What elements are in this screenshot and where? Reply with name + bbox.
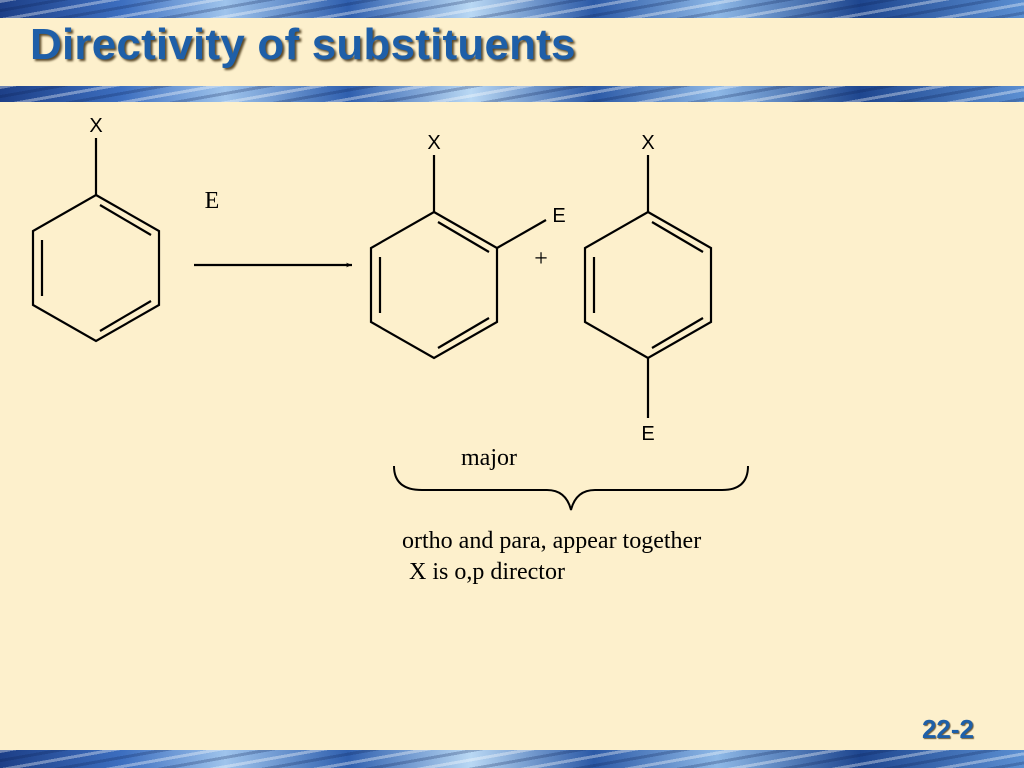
major-label: major bbox=[461, 445, 517, 471]
reactant-x-label: X bbox=[89, 115, 102, 137]
plus-sign: + bbox=[534, 246, 548, 272]
grouping-brace bbox=[393, 465, 749, 511]
ortho-e-label: E bbox=[552, 205, 565, 227]
top-decor-band bbox=[0, 0, 1024, 18]
para-product-benzene bbox=[583, 155, 713, 418]
bottom-decor-band bbox=[0, 750, 1024, 768]
title-underline-band bbox=[0, 86, 1024, 102]
caption-line-2: X is o,p director bbox=[409, 559, 565, 585]
para-e-label: E bbox=[641, 423, 654, 445]
caption-line-1: ortho and para, appear together bbox=[402, 528, 702, 554]
para-x-label: X bbox=[641, 132, 654, 154]
slide-title: Directivity of substituents bbox=[30, 20, 576, 69]
page-number: 22-2 bbox=[921, 714, 974, 744]
ortho-product-benzene bbox=[369, 155, 547, 360]
ortho-x-label: X bbox=[427, 132, 440, 154]
reagent-label: E bbox=[205, 188, 220, 214]
reactant-benzene bbox=[31, 138, 161, 343]
